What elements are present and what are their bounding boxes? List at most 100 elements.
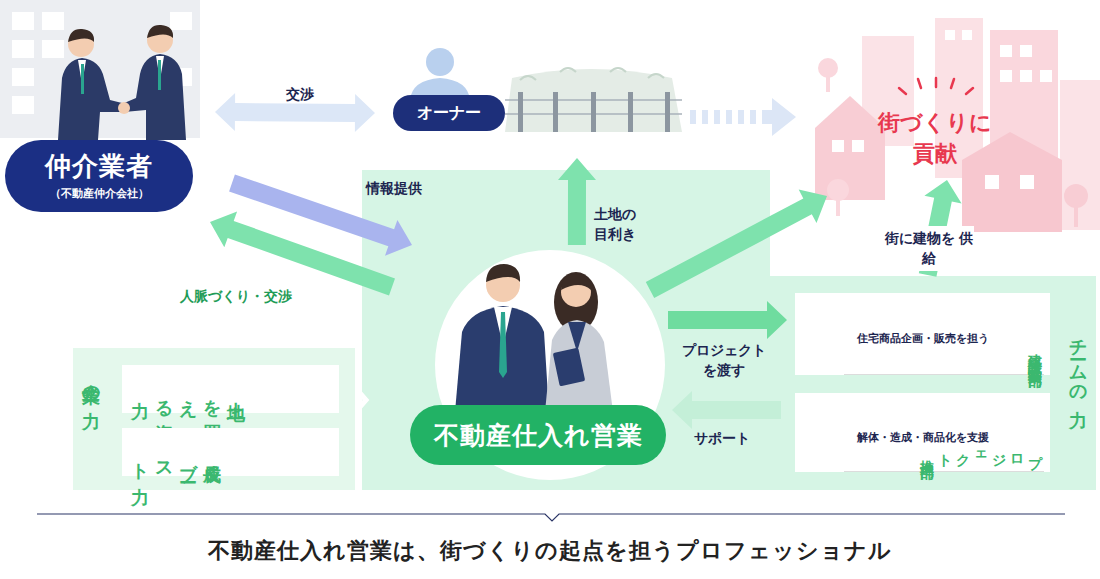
city-illustration xyxy=(815,96,885,200)
owner-pill: オーナー xyxy=(393,95,505,131)
land-plot xyxy=(518,92,523,132)
sales-people xyxy=(486,264,520,282)
node-subtitle: （不動産仲介会社） xyxy=(50,186,149,201)
city-illustration xyxy=(962,30,972,40)
land-plot xyxy=(591,92,596,132)
sparkle-rays xyxy=(951,79,954,88)
city-illustration xyxy=(1000,45,1012,57)
node-title: 建築設計・販売営業部門 xyxy=(844,343,1044,375)
sparkle-rays xyxy=(899,78,973,94)
main-panel xyxy=(362,170,1096,490)
office-building xyxy=(12,40,34,58)
city-illustration xyxy=(826,76,830,92)
sales-people xyxy=(499,312,507,378)
handshake-people xyxy=(58,58,126,140)
sales-people xyxy=(455,264,613,412)
node-title: オーナー xyxy=(417,103,481,124)
city-illustration xyxy=(1000,70,1012,82)
node-title: 成長＆ブースト力 xyxy=(128,450,224,476)
block-arrow xyxy=(672,391,781,429)
goal-callout: 街づくりに 貢献 xyxy=(855,104,1015,174)
node-title: 企業の力 xyxy=(79,370,103,399)
handshake-people xyxy=(122,54,186,140)
sales-people xyxy=(561,274,591,290)
edge-label: 土地の 目利き xyxy=(594,204,646,245)
caption-rule xyxy=(37,514,1065,521)
sparkle-rays xyxy=(966,88,973,94)
office-building xyxy=(12,96,34,114)
office-building xyxy=(12,68,34,86)
department-box: 建築設計・販売営業部門住宅商品企画・販売を担う xyxy=(795,293,1050,375)
office-building xyxy=(42,40,64,58)
land-plot xyxy=(665,92,670,132)
land-plot xyxy=(505,69,682,132)
edge-label: 街に建物を 供給 xyxy=(884,226,974,271)
dotted-arrow xyxy=(726,110,732,124)
city-illustration xyxy=(1040,70,1052,82)
office-building xyxy=(12,12,34,30)
strength-box: 成長＆ブースト力 xyxy=(122,428,339,476)
node-title: 仲介業者 xyxy=(45,151,153,182)
office-building xyxy=(42,12,64,30)
city-illustration xyxy=(1060,80,1100,230)
sales-people xyxy=(553,348,586,387)
dotted-arrow xyxy=(690,98,796,136)
office-building xyxy=(170,12,192,30)
handshake-people xyxy=(147,25,173,38)
sparkle-rays xyxy=(935,78,938,87)
city-illustration xyxy=(1020,70,1032,82)
dotted-arrow xyxy=(738,110,744,124)
sparkle-rays xyxy=(918,79,921,88)
team-band: チームの力建築設計・販売営業部門住宅商品企画・販売を担うプロジェクト推進部門解体… xyxy=(775,276,1096,490)
city-illustration xyxy=(1020,45,1032,57)
owner-silhouette xyxy=(426,48,454,76)
block-arrow xyxy=(210,212,395,296)
node-title: 街づくりに 貢献 xyxy=(875,108,995,170)
city-illustration xyxy=(945,30,955,40)
dotted-arrow xyxy=(772,98,796,136)
main-panel xyxy=(362,170,1096,490)
handshake-people xyxy=(158,60,161,90)
city-illustration xyxy=(1064,184,1088,208)
node-title: 不動産仕入れ営業 xyxy=(434,419,643,452)
city-illustration xyxy=(852,140,864,152)
node-title: 土地を買える資金力 xyxy=(128,387,248,413)
city-illustration xyxy=(815,18,1100,232)
land-plot xyxy=(628,92,633,132)
dotted-arrow xyxy=(690,110,696,124)
node-subtitle: 住宅商品企画・販売を担う xyxy=(857,331,989,346)
dotted-arrow xyxy=(714,110,720,124)
edge-label: 情報提供 xyxy=(366,178,456,198)
handshake-people xyxy=(68,29,94,42)
company-band: 企業の力土地を買える資金力成長＆ブースト力 xyxy=(73,348,355,490)
edge-label: プロジェクト を渡す xyxy=(676,340,772,381)
city-illustration xyxy=(818,58,838,78)
city-illustration xyxy=(1074,205,1078,227)
department-box: プロジェクト推進部門解体・造成・商品化を支援 xyxy=(795,393,1050,472)
dotted-arrow xyxy=(762,110,772,124)
sparkle-rays xyxy=(899,88,906,94)
sales-people xyxy=(455,306,549,412)
sales-people xyxy=(545,320,613,412)
city-illustration xyxy=(827,179,849,201)
handshake-people xyxy=(118,102,130,114)
edge-label: 人脈づくり・交渉 xyxy=(180,286,350,306)
land-plot xyxy=(505,68,682,132)
land-plot xyxy=(553,92,558,132)
block-arrow xyxy=(558,158,596,245)
sales-people xyxy=(568,322,586,352)
node-title: プロジェクト推進部門 xyxy=(844,443,1044,472)
city-illustration xyxy=(832,140,844,152)
strength-box: 土地を買える資金力 xyxy=(122,365,339,413)
edge-label: サポート xyxy=(694,428,774,448)
handshake-people xyxy=(81,64,84,94)
node-title: チームの力 xyxy=(1066,326,1090,398)
dotted-arrow xyxy=(750,110,756,124)
edge-label: 交渉 xyxy=(270,84,330,104)
owner-silhouette xyxy=(410,48,470,100)
caption-text: 不動産仕入れ営業は、街づくりの起点を担うプロフェッショナル xyxy=(0,536,1100,566)
broker-pill: 仲介業者 （不動産仲介会社） xyxy=(5,140,193,212)
role-pill: 不動産仕入れ営業 xyxy=(410,405,666,465)
handshake-people xyxy=(58,25,186,140)
